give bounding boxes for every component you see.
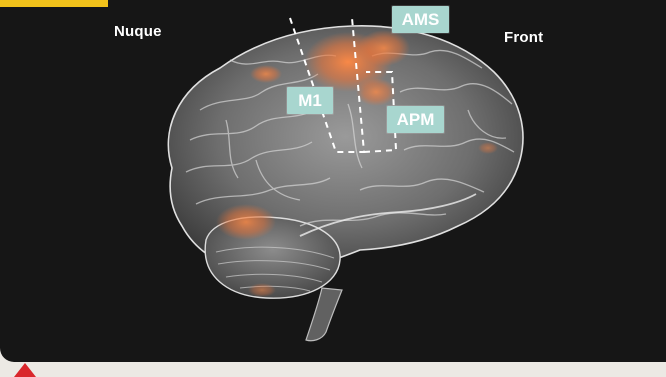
ams-region-tag: AMS bbox=[392, 6, 449, 33]
activation-blob-cerebellum-low bbox=[248, 283, 276, 297]
activation-blob-cerebellum bbox=[216, 204, 276, 240]
header-tab bbox=[0, 0, 108, 7]
back-direction-label: Nuque bbox=[114, 23, 162, 40]
warning-triangle-icon bbox=[14, 363, 36, 377]
brainstem bbox=[306, 288, 342, 341]
front-direction-label: Front bbox=[504, 29, 543, 46]
m1-region-tag: M1 bbox=[287, 87, 333, 114]
activation-blob-frontal bbox=[478, 142, 498, 154]
activation-blob-top-front bbox=[358, 30, 410, 66]
apm-region-tag: APM bbox=[387, 106, 444, 133]
activation-blob-parietal bbox=[250, 65, 282, 83]
brain-illustration bbox=[0, 0, 666, 362]
page-strip bbox=[0, 362, 666, 374]
brain-figure-panel: Nuque Front AMS M1 APM bbox=[0, 0, 666, 362]
activation-blob-apm bbox=[356, 78, 396, 106]
